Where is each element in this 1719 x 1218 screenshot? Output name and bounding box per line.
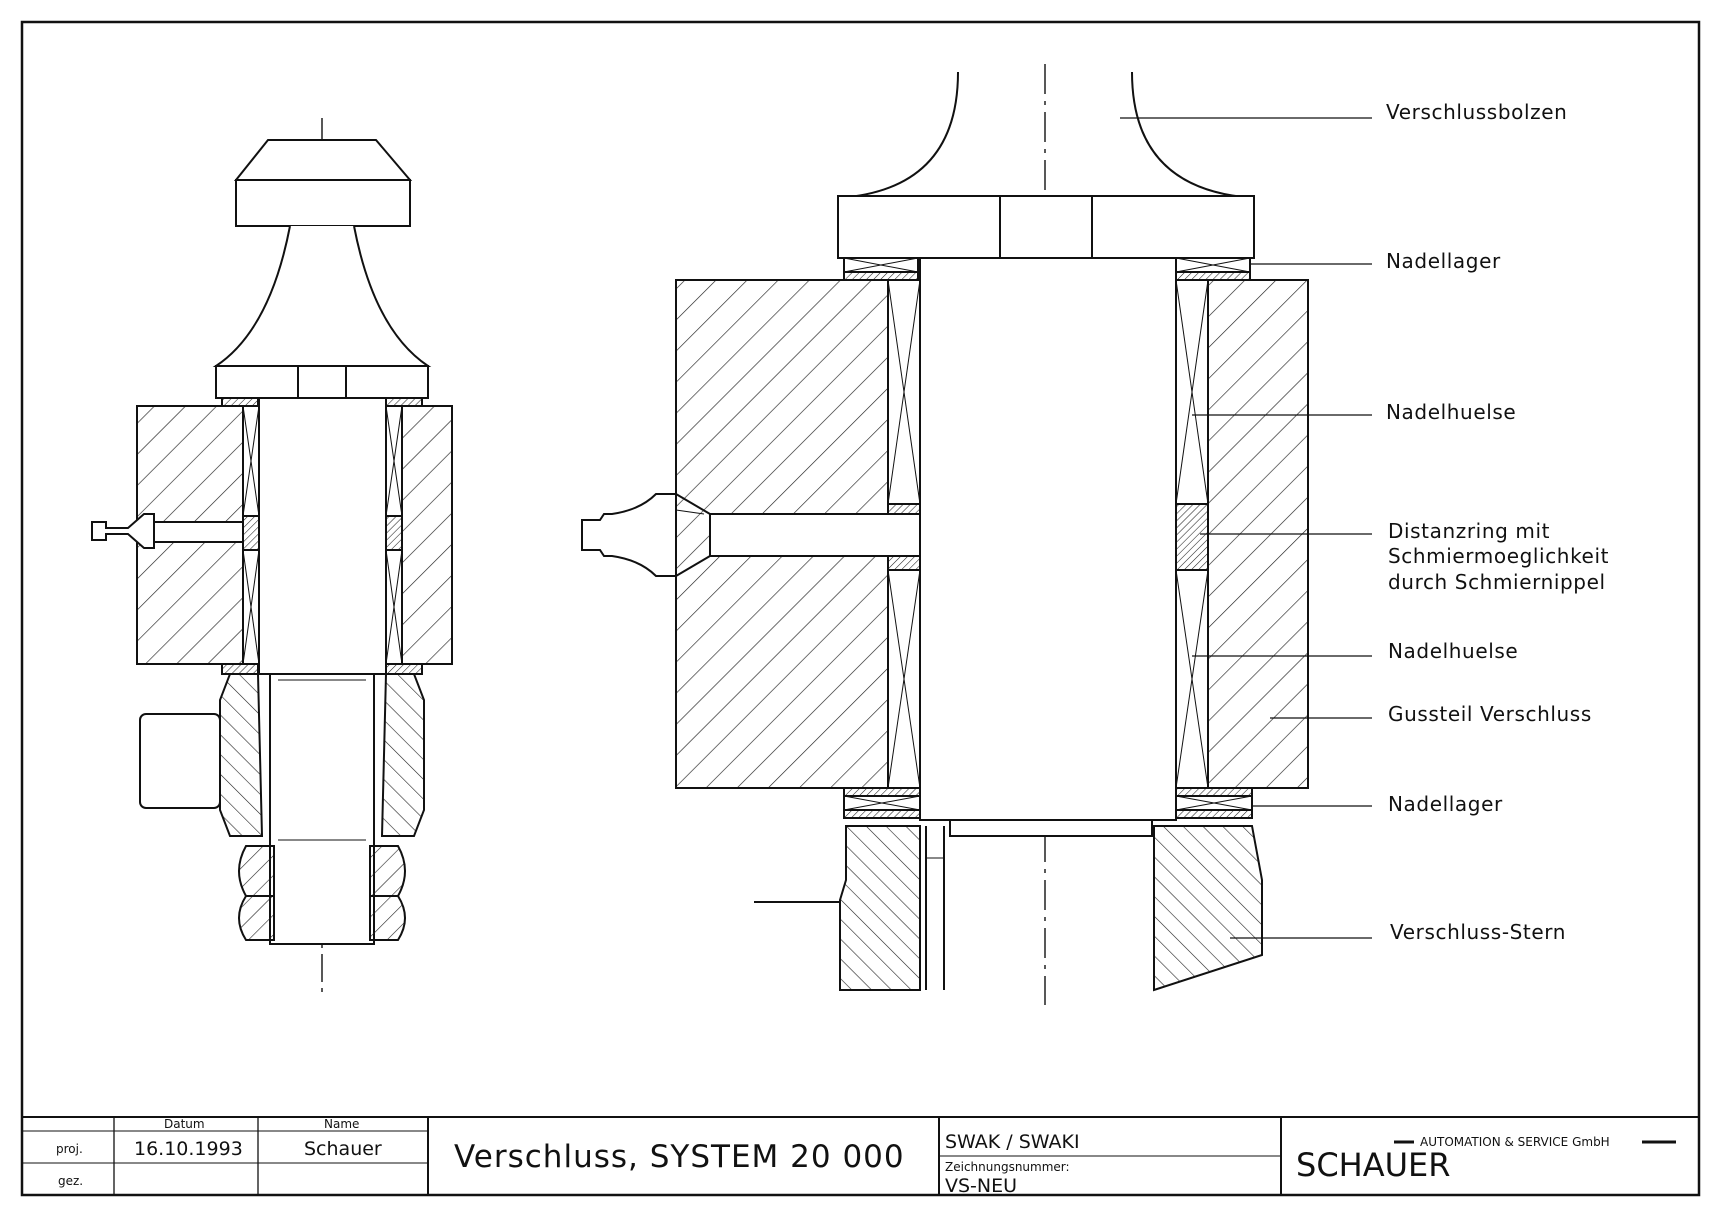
bolt-curve-left — [837, 71, 959, 199]
label-nadelhuelse-bottom: Nadelhuelse — [1388, 639, 1518, 663]
left-lever — [139, 713, 221, 809]
label-nadellager-top: Nadellager — [1386, 249, 1501, 273]
tb-col-name: Name — [324, 1117, 359, 1131]
tb-row-gez: gez. — [58, 1174, 83, 1188]
drawing-title: Verschluss, SYSTEM 20 000 — [454, 1139, 905, 1175]
project-name: SWAK / SWAKI — [945, 1131, 1080, 1153]
shaft — [919, 257, 1177, 821]
bolt-head — [233, 139, 413, 181]
grease-nipple — [581, 493, 677, 577]
label-gussteil: Gussteil Verschluss — [1388, 702, 1592, 726]
tb-col-datum: Datum — [164, 1117, 205, 1131]
star-right — [1153, 825, 1263, 992]
part-labels: Verschlussbolzen Nadellager Nadelhuelse … — [1386, 100, 1609, 944]
distance-ring-right — [1175, 503, 1209, 571]
right-section-view — [581, 64, 1309, 1005]
left-star-r — [380, 673, 425, 837]
company-logo-sub: AUTOMATION & SERVICE GmbH — [1420, 1135, 1610, 1149]
drawing-frame — [20, 20, 1701, 1197]
label-distanzring-line2: Schmiermoeglichkeit — [1388, 544, 1609, 568]
leader-lines — [1120, 117, 1372, 939]
bolt-flange-large — [837, 195, 1255, 259]
left-assembly-view — [91, 118, 453, 995]
label-distanzring-line3: durch Schmiernippel — [1388, 570, 1606, 594]
tb-row-proj: proj. — [56, 1142, 83, 1156]
drawing-number: VS-NEU — [945, 1175, 1017, 1197]
left-nut-2 — [238, 895, 275, 941]
left-star-l — [219, 673, 264, 837]
label-verschlussbolzen: Verschlussbolzen — [1386, 100, 1567, 124]
left-nut-1 — [238, 845, 275, 897]
drawing-number-label: Zeichnungsnummer: — [945, 1160, 1070, 1174]
label-nadelhuelse-top: Nadelhuelse — [1386, 400, 1516, 424]
lubrication-bore — [709, 513, 921, 557]
label-verschluss-stern: Verschluss-Stern — [1390, 920, 1566, 944]
left-shaft — [258, 397, 387, 675]
bolt-curve-right — [1131, 71, 1255, 199]
company-logo-name: SCHAUER — [1296, 1146, 1450, 1184]
bolt-neck — [212, 225, 432, 367]
label-nadellager-bottom: Nadellager — [1388, 792, 1503, 816]
bolt-flange — [215, 365, 429, 399]
left-grease-nipple — [91, 513, 155, 549]
left-housing-r — [401, 405, 453, 665]
star-left — [839, 825, 921, 991]
label-distanzring-line1: Distanzring mit — [1388, 519, 1550, 543]
tb-proj-name: Schauer — [304, 1138, 382, 1160]
tb-proj-date: 16.10.1993 — [134, 1138, 243, 1160]
title-block — [22, 1116, 1699, 1195]
